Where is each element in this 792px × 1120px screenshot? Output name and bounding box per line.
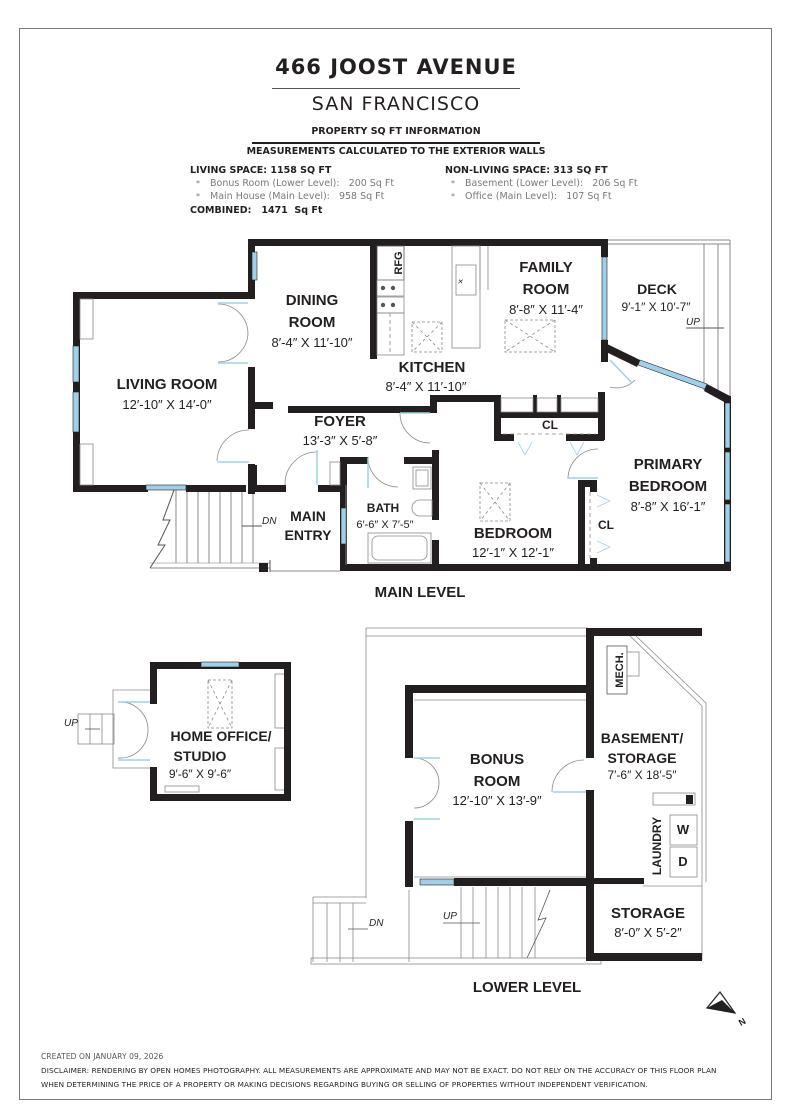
living-space-heading: LIVING SPACE: 1158 SQ FT	[190, 165, 332, 176]
non-living-item-basement: *Basement (Lower Level): 206 Sq Ft	[451, 178, 638, 189]
section-divider	[252, 142, 540, 144]
north-arrow-icon: N	[705, 991, 748, 1028]
main-level-labels: LIVING ROOM 12′-10″ X 14′-0″ DINING ROOM…	[117, 251, 708, 601]
main-stairs	[149, 489, 340, 572]
kitchen-dims: 8′-4″ X 11′-10″	[385, 379, 466, 394]
main-level-doors	[216, 302, 636, 558]
deck-name: DECK	[637, 281, 677, 297]
dining-room-name-1: DINING	[286, 292, 339, 309]
deck-dims: 9′-1″ X 10′-7″	[621, 300, 691, 314]
mechanical-label: MECH.	[614, 652, 626, 687]
created-date: CREATED ON JANUARY 09, 2026	[41, 1052, 164, 1061]
office-dims: 9′-6″ X 9′-6″	[169, 767, 232, 781]
main-entry-name-2: ENTRY	[285, 527, 333, 543]
disclaimer-line-2: WHEN DETERMINING THE PRICE OF A PROPERTY…	[41, 1080, 648, 1089]
office-stairs-up-label: UP	[64, 718, 78, 729]
primary-bedroom-name-2: BEDROOM	[629, 478, 707, 495]
property-address: 466 JOOST AVENUE	[275, 55, 517, 79]
basement-name-2: STORAGE	[608, 750, 677, 766]
closet-label-2: CL	[598, 518, 614, 532]
bonus-room-name-2: ROOM	[474, 773, 521, 790]
north-label: N	[737, 1016, 748, 1028]
dining-room-name-2: ROOM	[289, 314, 336, 331]
family-room-dims: 8′-8″ X 11′-4″	[509, 302, 583, 317]
living-space-block: LIVING SPACE: 1158 SQ FT *Bonus Room (Lo…	[190, 165, 394, 216]
office-plan: UP HOME OFFICE/ STUDIO 9′-6″ X 9′-6″	[64, 661, 291, 801]
washer-label: W	[677, 822, 690, 837]
non-living-space-block: NON-LIVING SPACE: 313 SQ FT *Basement (L…	[445, 165, 638, 202]
bedroom-dims: 12′-1″ X 12′-1″	[472, 545, 554, 560]
disclaimer-line-1: DISCLAIMER: RENDERING BY OPEN HOMES PHOT…	[41, 1066, 717, 1075]
lower-stairs-dn-label: DN	[369, 918, 384, 929]
property-city: SAN FRANCISCO	[311, 93, 481, 115]
kitchen-name: KITCHEN	[399, 359, 466, 376]
main-level-plan: ✕	[72, 239, 731, 572]
office-name-2: STUDIO	[174, 748, 227, 764]
combined-total: COMBINED: 1471 Sq Ft	[190, 205, 323, 216]
living-room-name: LIVING ROOM	[117, 376, 218, 393]
family-room-name-1: FAMILY	[519, 259, 573, 276]
page-frame	[19, 28, 772, 1100]
basement-name-1: BASEMENT/	[601, 730, 684, 746]
main-level-windows	[72, 251, 731, 563]
storage-dims: 8′-0″ X 5′-2″	[614, 925, 682, 940]
main-level-fixtures	[79, 245, 599, 565]
lower-level-plan: BONUS ROOM 12′-10″ X 13′-9″ BASEMENT/ ST…	[310, 627, 707, 996]
primary-bedroom-dims: 8′-8″ X 16′-1″	[631, 499, 706, 514]
living-item-bonus: *Bonus Room (Lower Level): 200 Sq Ft	[196, 178, 395, 189]
foyer-dims: 13′-3″ X 5′-8″	[303, 433, 378, 448]
storage-name: STORAGE	[611, 905, 685, 922]
main-entry-name-1: MAIN	[290, 508, 326, 524]
lower-level-label: LOWER LEVEL	[473, 979, 581, 996]
laundry-label: LAUNDRY	[650, 817, 664, 875]
office-name-1: HOME OFFICE/	[170, 728, 271, 744]
basement-dims: 7′-6″ X 18′-5″	[607, 768, 677, 782]
bedroom-name: BEDROOM	[474, 525, 552, 542]
bath-name: BATH	[367, 501, 399, 515]
lower-stairs-up-label: UP	[443, 911, 457, 922]
main-level-label: MAIN LEVEL	[375, 584, 466, 601]
sink-icon: ✕	[457, 279, 464, 286]
living-item-main-house: *Main House (Main Level): 958 Sq Ft	[196, 191, 385, 202]
living-room-dims: 12′-10″ X 14′-0″	[122, 397, 212, 412]
main-stairs-dn-label: DN	[262, 516, 277, 527]
measurement-note: MEASUREMENTS CALCULATED TO THE EXTERIOR …	[246, 146, 546, 157]
dryer-label: D	[678, 854, 687, 869]
bonus-room-name-1: BONUS	[470, 751, 524, 768]
non-living-item-office: *Office (Main Level): 107 Sq Ft	[451, 191, 612, 202]
title-divider	[272, 88, 520, 89]
refrigerator-label: RFG	[393, 251, 405, 274]
closet-label-1: CL	[542, 418, 558, 432]
stove-burners-icon	[380, 285, 396, 308]
non-living-space-heading: NON-LIVING SPACE: 313 SQ FT	[445, 165, 608, 176]
bath-dims: 6′-6″ X 7′-5″	[356, 519, 413, 531]
primary-bedroom-name-1: PRIMARY	[634, 456, 703, 473]
dining-room-dims: 8′-4″ X 11′-10″	[271, 335, 352, 350]
foyer-name: FOYER	[314, 413, 366, 430]
deck-up-label: UP	[686, 317, 700, 328]
deck-outline	[608, 239, 731, 400]
family-room-name-2: ROOM	[523, 281, 570, 298]
section-title: PROPERTY SQ FT INFORMATION	[311, 126, 481, 137]
bonus-room-dims: 12′-10″ X 13′-9″	[452, 793, 542, 808]
